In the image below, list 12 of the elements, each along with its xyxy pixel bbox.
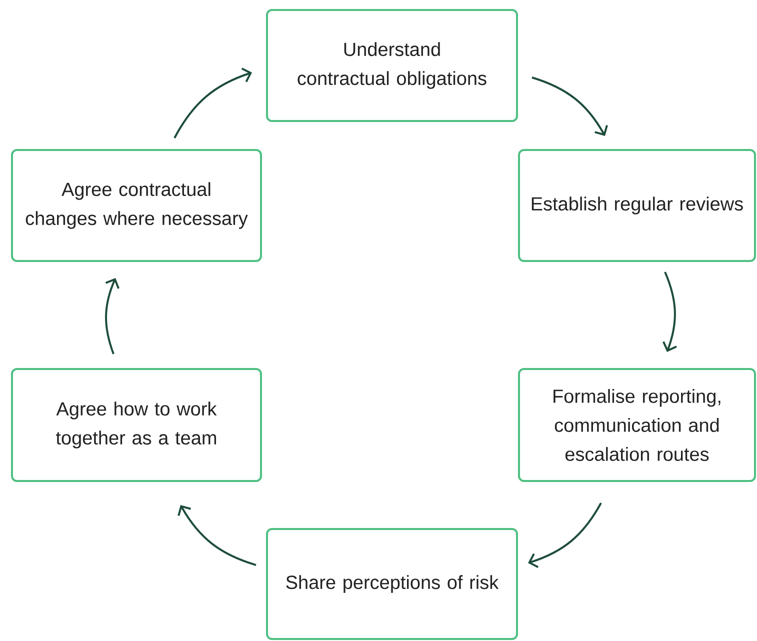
arrow xyxy=(174,68,252,138)
step-box: Share perceptions of risk xyxy=(266,528,518,640)
arrow xyxy=(178,505,256,566)
step-box: Formalise reporting, communication and escalation routes xyxy=(518,368,756,482)
arrow xyxy=(528,502,602,568)
step-box: Agree contractual changes where necessary xyxy=(11,149,262,262)
step-box: Agree how to work together as a team xyxy=(11,368,262,482)
arrow xyxy=(662,272,677,352)
step-box: Understand contractual obligations xyxy=(266,9,518,122)
step-box: Establish regular reviews xyxy=(518,149,756,262)
arrow xyxy=(105,278,120,354)
arrow xyxy=(532,76,608,136)
